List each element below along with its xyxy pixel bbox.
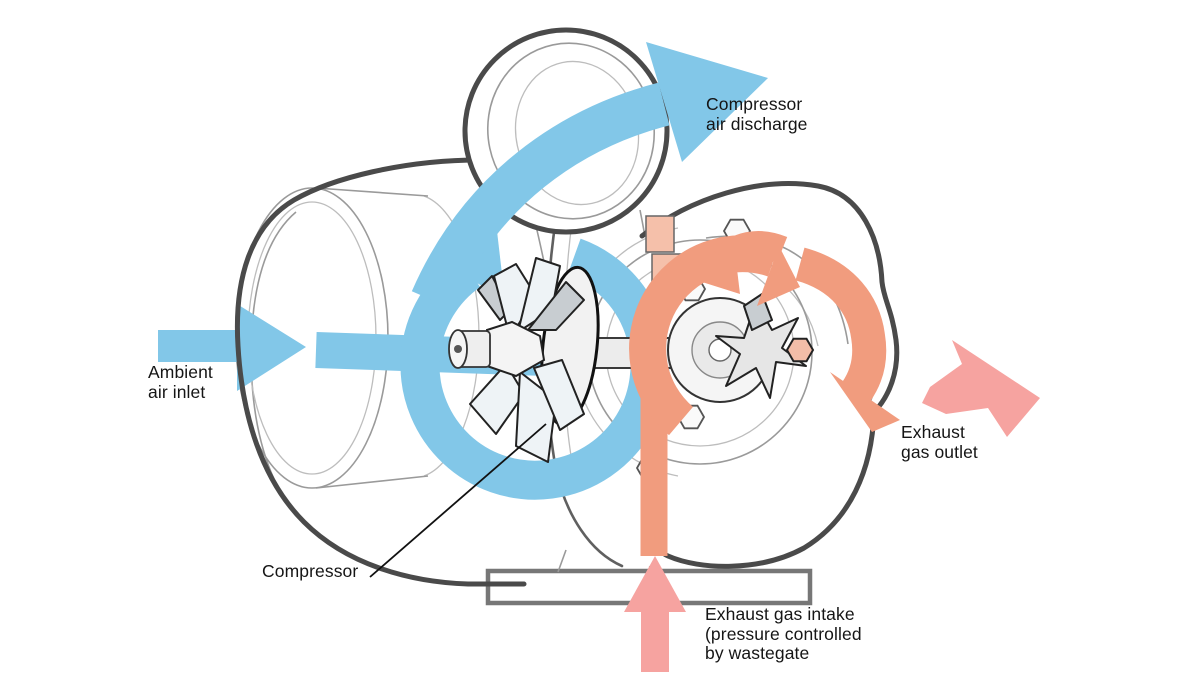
shaft-nose-bore: [454, 345, 462, 353]
pedestal-line: [557, 549, 567, 573]
compressor-blade: [527, 281, 585, 331]
exhaust-inner-arrowhead-icon: [702, 244, 740, 294]
label-exhaust-gas-outlet: Exhaust gas outlet: [901, 422, 978, 462]
compressor-discharge-arrowhead-icon: [646, 42, 768, 162]
turbine-blade: [743, 293, 773, 331]
exhaust-terminal-arrows: [624, 340, 1040, 672]
inlet-top-line: [315, 187, 429, 197]
compressor-blade: [533, 359, 585, 431]
exhaust-gas-flow: [629, 231, 900, 556]
turbine-shaft-nut: [785, 337, 815, 363]
rotating-assembly: [448, 257, 807, 463]
exhaust-exit-band: [794, 247, 887, 402]
compressor-discharge-arrow: [411, 82, 670, 309]
compressor-leader-line: [369, 423, 547, 578]
ambient-air-inlet-arrow: [158, 304, 306, 391]
label-compressor: Compressor: [262, 561, 359, 581]
inlet-bottom-line: [315, 475, 429, 489]
compressor-blade: [469, 363, 525, 435]
compressor-housing-outline: [234, 157, 527, 587]
exhaust-intake-arrow: [624, 556, 686, 672]
label-exhaust-gas-intake: Exhaust gas intake (pressure controlled …: [705, 604, 862, 663]
label-ambient-air-inlet: Ambient air inlet: [148, 362, 213, 402]
exhaust-exit-arrowhead-icon: [830, 372, 900, 432]
turbine-blades: [715, 301, 807, 399]
exhaust-loop-arrowhead-icon: [757, 246, 800, 306]
compressor-wheel: [448, 257, 600, 463]
compressor-housing: [234, 157, 527, 587]
label-compressor-air-discharge: Compressor air discharge: [706, 94, 808, 134]
exhaust-outlet-arrow: [922, 340, 1040, 437]
wastegate-bracket: [645, 215, 675, 253]
turbine-wheel: [667, 293, 807, 403]
